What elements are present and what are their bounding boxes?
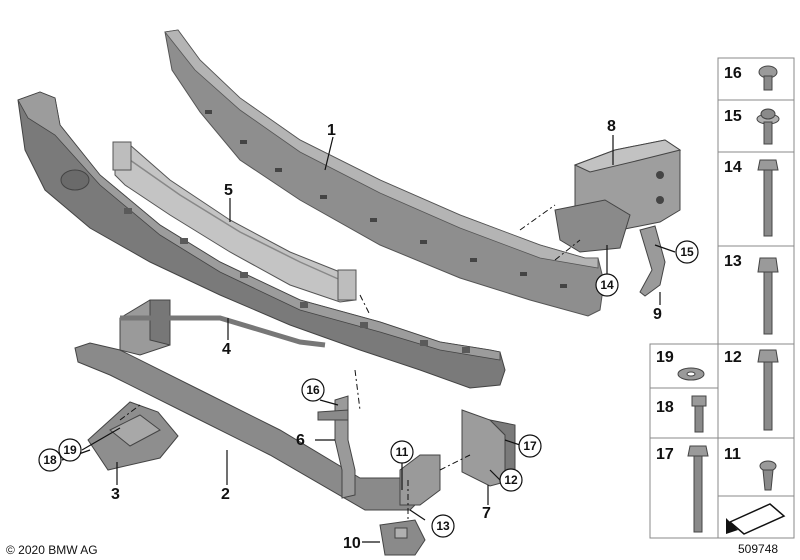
direction-arrow-icon — [726, 503, 786, 535]
long-hex-bolt-icon — [757, 349, 779, 431]
leader-lines — [61, 135, 676, 543]
circled-callout-16[interactable]: 16 — [301, 378, 325, 402]
callout-9[interactable]: 9 — [653, 306, 662, 323]
legend-label-16: 16 — [724, 65, 742, 82]
long-hex-bolt-icon — [757, 159, 779, 237]
callout-5[interactable]: 5 — [224, 182, 233, 199]
circled-callout-18[interactable]: 18 — [38, 448, 62, 472]
svg-text:18: 18 — [43, 453, 57, 467]
callout-6[interactable]: 6 — [296, 432, 305, 449]
svg-text:17: 17 — [523, 439, 537, 453]
svg-text:11: 11 — [396, 445, 409, 459]
part-2-cross-member[interactable] — [74, 299, 441, 511]
hex-bolt-icon — [757, 257, 779, 335]
circled-callout-12[interactable]: 12 — [499, 468, 523, 492]
legend-label-14: 14 — [724, 159, 742, 176]
legend-label-13: 13 — [724, 253, 742, 270]
circled-callout-14[interactable]: 14 — [595, 273, 619, 297]
legend-label-17: 17 — [656, 446, 674, 463]
washer-icon — [677, 367, 705, 381]
svg-text:13: 13 — [436, 519, 450, 533]
document-number: 509748 — [738, 542, 778, 556]
circled-callout-17[interactable]: 17 — [518, 434, 542, 458]
legend-label-12: 12 — [724, 349, 742, 366]
circled-callout-11[interactable]: 11 — [390, 440, 414, 464]
circled-callout-19[interactable]: 19 — [58, 438, 82, 462]
callout-3[interactable]: 3 — [111, 486, 120, 503]
legend-label-15: 15 — [724, 108, 742, 125]
callout-8[interactable]: 8 — [607, 118, 616, 135]
long-hex-bolt-icon — [687, 445, 709, 533]
part-10-clip[interactable] — [379, 519, 426, 556]
circled-callouts: 11 12 13 14 15 16 17 18 — [38, 240, 699, 538]
callout-7[interactable]: 7 — [482, 505, 491, 522]
assembly-lines — [119, 204, 581, 520]
allen-bolt-icon — [691, 395, 707, 433]
legend-label-11: 11 — [724, 446, 741, 463]
svg-text:12: 12 — [504, 473, 518, 487]
washer-screw-icon — [756, 108, 780, 145]
legend-label-19: 19 — [656, 349, 674, 366]
svg-text:19: 19 — [63, 443, 77, 457]
main-callouts: 1 2 3 4 5 6 7 8 9 10 — [111, 118, 662, 552]
part-8-crash-box[interactable] — [554, 139, 682, 253]
callout-4[interactable]: 4 — [222, 341, 231, 358]
circled-callout-15[interactable]: 15 — [675, 240, 699, 264]
circled-callout-13[interactable]: 13 — [431, 514, 455, 538]
part-5-bracket[interactable] — [112, 141, 357, 303]
flange-screw-icon — [758, 65, 778, 91]
expanding-rivet-icon — [759, 460, 777, 491]
svg-text:14: 14 — [600, 278, 614, 292]
callout-10[interactable]: 10 — [343, 535, 361, 552]
svg-text:15: 15 — [680, 245, 694, 259]
callout-1[interactable]: 1 — [327, 122, 336, 139]
part-3-pad[interactable] — [87, 401, 179, 471]
part-6-strap[interactable] — [317, 395, 356, 499]
part-9-strap[interactable] — [639, 225, 666, 297]
callout-2[interactable]: 2 — [221, 486, 230, 503]
part-4-absorber[interactable] — [17, 91, 506, 389]
fastener-legend: 16 15 14 13 19 12 18 17 11 — [649, 57, 795, 539]
legend-label-18: 18 — [656, 399, 674, 416]
copyright: © 2020 BMW AG — [6, 543, 98, 557]
svg-text:16: 16 — [306, 383, 320, 397]
